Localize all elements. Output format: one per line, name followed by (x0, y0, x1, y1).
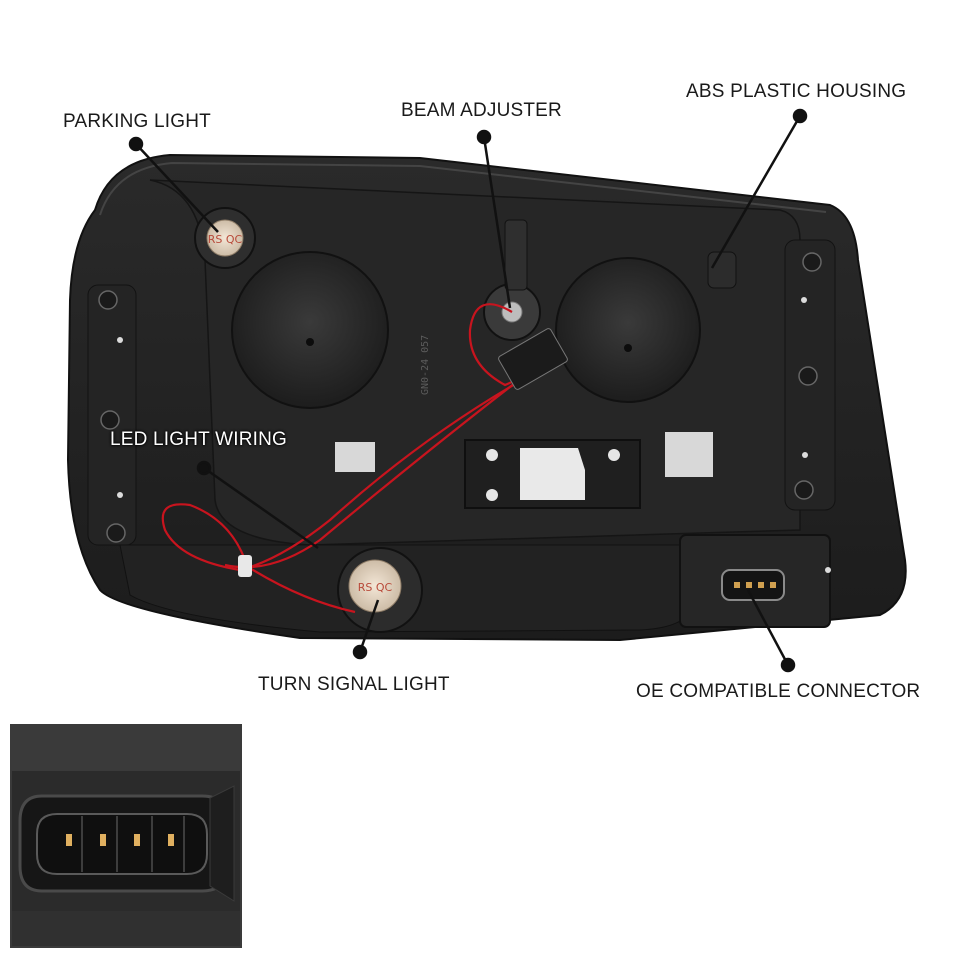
parking-light-label: PARKING LIGHT (63, 111, 211, 132)
connector-closeup-inset (10, 724, 242, 948)
high-beam-cup (555, 257, 701, 403)
callout-lines (128, 108, 808, 673)
wire-connector (498, 328, 568, 390)
led-light-wiring-label: LED LIGHT WIRING (110, 429, 288, 450)
mold-marking: GN0-24 057 (420, 335, 431, 395)
led-wiring (161, 303, 546, 614)
oe-compatible-connector-label: OE COMPATIBLE CONNECTOR (636, 681, 921, 702)
turn-stamp-text: RS QC (358, 581, 393, 594)
low-beam-cup (231, 251, 389, 409)
housing-knob (707, 251, 737, 289)
abs-plastic-housing-label: ABS PLASTIC HOUSING (686, 81, 907, 102)
connector-closeup-icon (12, 726, 240, 946)
parking-stamp-text: RS QC (208, 233, 243, 246)
turn-signal-light-label: TURN SIGNAL LIGHT (258, 674, 450, 695)
beam-adjuster-label: BEAM ADJUSTER (401, 100, 562, 121)
screw-icon (98, 252, 822, 543)
